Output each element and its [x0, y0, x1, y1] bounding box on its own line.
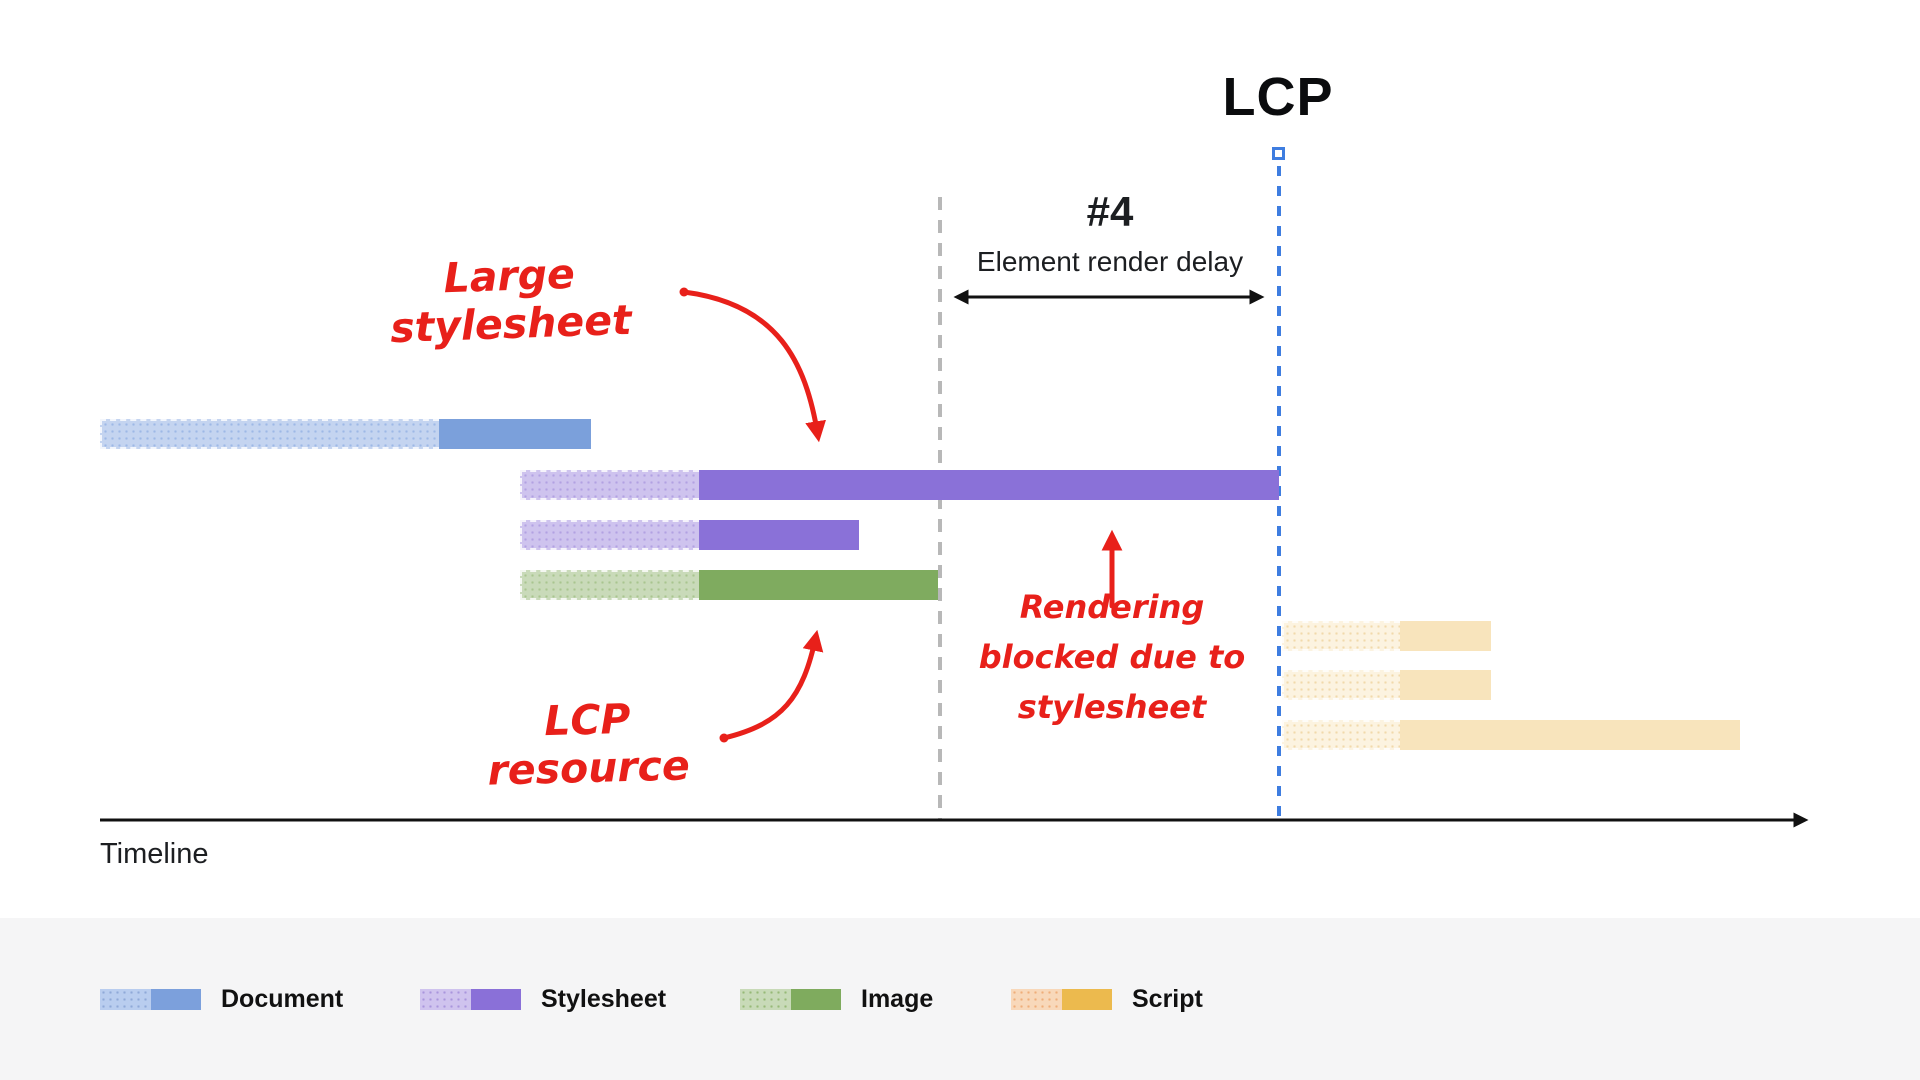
- script-bar-3-load-time-segment: [1400, 720, 1740, 750]
- timeline-label: Timeline: [100, 838, 209, 870]
- legend-label-image: Image: [861, 985, 934, 1013]
- lcp-resource-arrow: [721, 629, 824, 741]
- large-stylesheet-bar-load-delay-segment: [520, 470, 699, 500]
- large-stylesheet-arrow: [681, 289, 827, 443]
- rendering-blocked-line-2: blocked due to: [978, 638, 1246, 676]
- legend-swatch-script-dark: [1062, 989, 1112, 1010]
- legend-swatch-image-dark: [791, 989, 841, 1010]
- legend-label-document: Document: [221, 985, 344, 1013]
- legend-swatch-document-light: [100, 989, 151, 1010]
- step-label: Element render delay: [976, 246, 1244, 277]
- legend-swatch-script-light: [1011, 989, 1062, 1010]
- script-bar-1-load-time-segment: [1400, 621, 1491, 651]
- script-bar-2-load-delay-segment: [1282, 670, 1400, 700]
- document-bar: [100, 419, 591, 449]
- legend-label-stylesheet: Stylesheet: [541, 985, 667, 1013]
- small-stylesheet-bar: [520, 520, 859, 550]
- legend-swatch-image-light: [740, 989, 791, 1010]
- legend-band: [0, 918, 1920, 1080]
- lcp-resource-note: LCP resource: [486, 694, 691, 795]
- lcp-time-line: [1277, 166, 1281, 820]
- small-stylesheet-bar-load-time-segment: [699, 520, 859, 550]
- script-bar-2: [1282, 670, 1491, 700]
- document-bar-load-delay-segment: [100, 419, 439, 449]
- rendering-blocked-line-1: Rendering: [1019, 588, 1205, 626]
- legend-swatch-stylesheet-dark: [471, 989, 521, 1010]
- render-block-start-line: [938, 197, 942, 820]
- script-bar-1-load-delay-segment: [1282, 621, 1400, 651]
- legend-swatch-image: [740, 989, 841, 1010]
- script-bar-3: [1282, 720, 1740, 750]
- lcp-title: LCP: [1222, 67, 1334, 127]
- script-bar-1: [1282, 621, 1491, 651]
- legend-swatch-stylesheet-light: [420, 989, 471, 1010]
- script-bar-3-load-delay-segment: [1282, 720, 1400, 750]
- lcp-marker-square: [1272, 147, 1285, 160]
- rendering-blocked-note: Rendering blocked due to stylesheet: [962, 582, 1262, 732]
- lcp-resource-image-bar: [520, 570, 938, 600]
- large-stylesheet-note: Large stylesheet: [389, 249, 633, 353]
- legend-label-script: Script: [1132, 985, 1203, 1013]
- large-stylesheet-bar: [520, 470, 1279, 500]
- legend-swatch-document-dark: [151, 989, 201, 1010]
- large-stylesheet-bar-load-time-segment: [699, 470, 1279, 500]
- small-stylesheet-bar-load-delay-segment: [520, 520, 699, 550]
- document-bar-load-time-segment: [439, 419, 591, 449]
- script-bar-2-load-time-segment: [1400, 670, 1491, 700]
- lcp-resource-image-bar-load-delay-segment: [520, 570, 699, 600]
- legend-swatch-script: [1011, 989, 1112, 1010]
- rendering-blocked-line-3: stylesheet: [1017, 688, 1207, 726]
- legend-swatch-stylesheet: [420, 989, 521, 1010]
- lcp-resource-image-bar-load-time-segment: [699, 570, 938, 600]
- step-number: #4: [1086, 188, 1134, 235]
- legend-swatch-document: [100, 989, 201, 1010]
